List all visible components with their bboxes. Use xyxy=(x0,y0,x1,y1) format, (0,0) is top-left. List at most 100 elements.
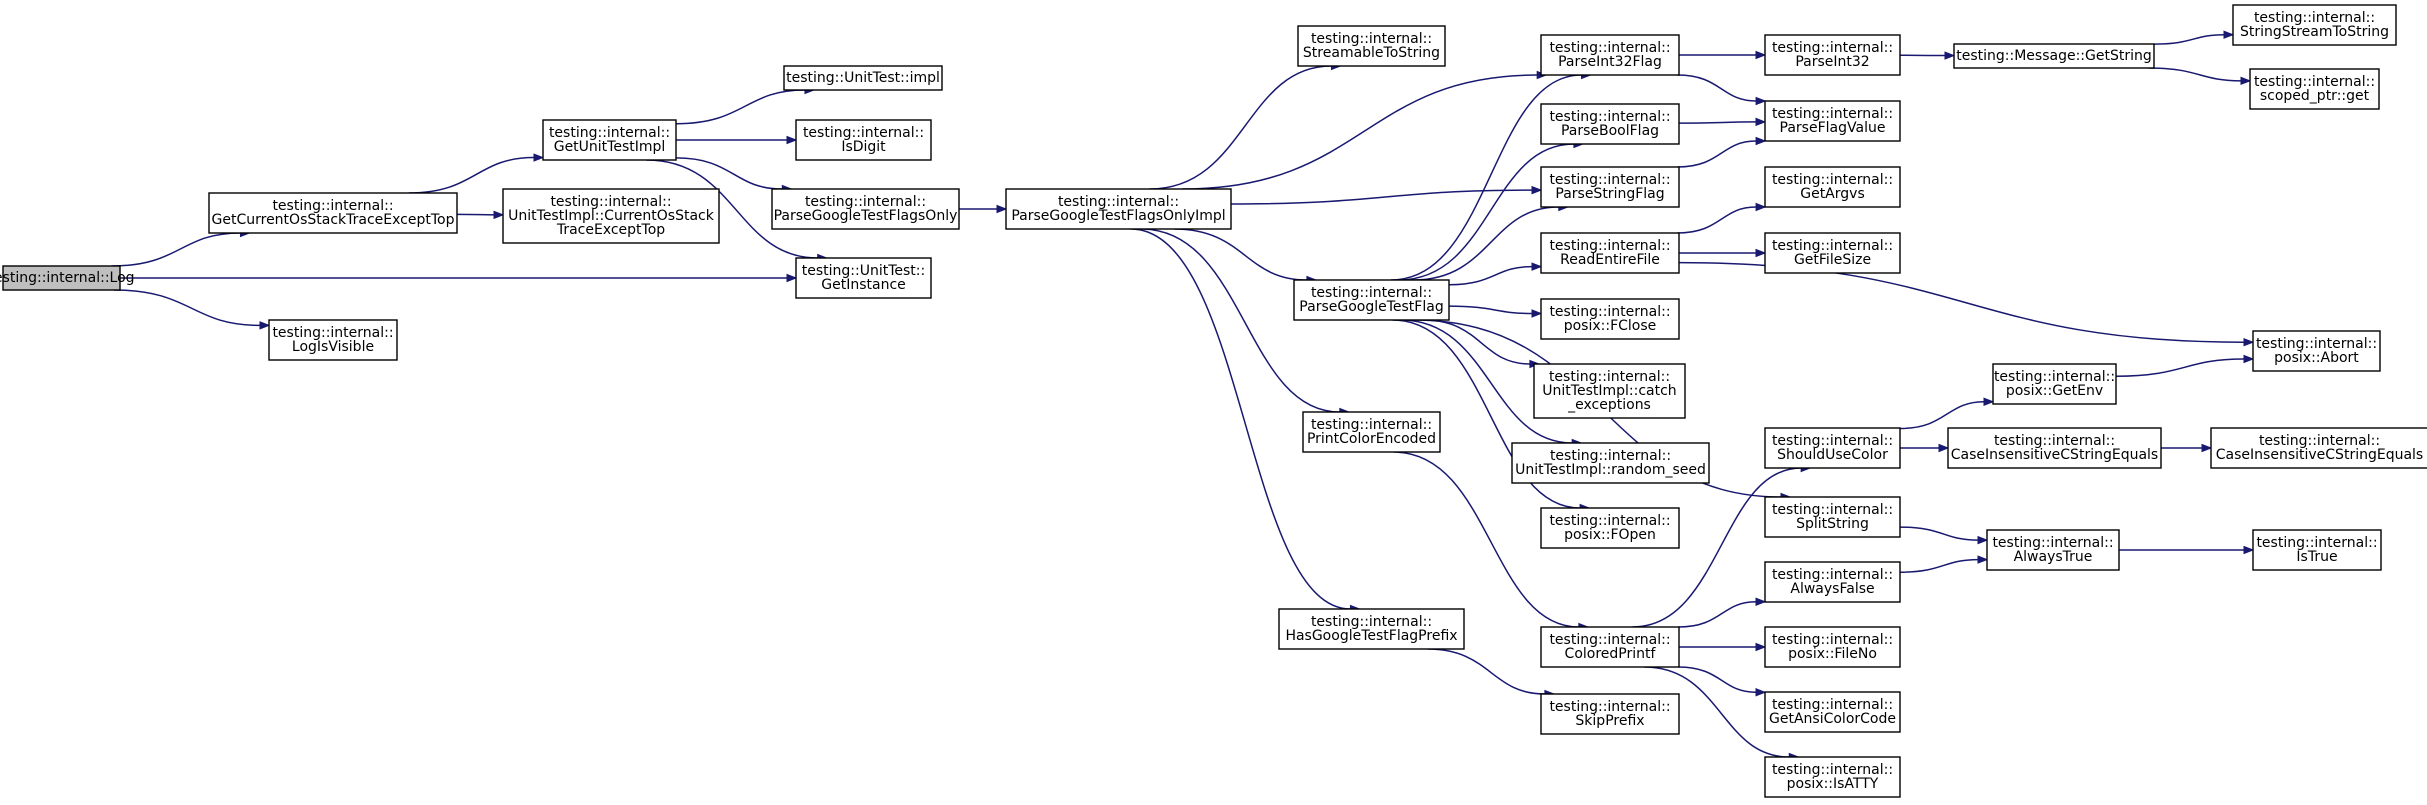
node-catchexc[interactable]: testing::internal::UnitTestImpl::catch_e… xyxy=(1533,363,1686,419)
node-label-line: TraceExceptTop xyxy=(556,222,665,238)
arrowhead-icon xyxy=(1983,397,1995,406)
node-label-line: ReadEntireFile xyxy=(1560,252,1660,268)
node-box xyxy=(783,65,943,91)
node-skipprefix[interactable]: testing::internal::SkipPrefix xyxy=(1540,693,1680,735)
arrowhead-icon xyxy=(1755,96,1767,106)
edge-hasprefix-to-skipprefix xyxy=(1427,648,1545,695)
edge-pgtf-to-fopen xyxy=(1392,319,1581,509)
node-label-line: testing::internal::Log xyxy=(0,270,135,286)
node-istrue[interactable]: testing::internal::IsTrue xyxy=(2252,529,2382,571)
node-pgtfo[interactable]: testing::internal::ParseGoogleTestFlagsO… xyxy=(771,188,960,230)
node-printcolor[interactable]: testing::internal::PrintColorEncoded xyxy=(1302,411,1441,453)
node-getargvs[interactable]: testing::internal::GetArgvs xyxy=(1764,166,1901,208)
node-streamable[interactable]: testing::internal::StreamableToString xyxy=(1297,25,1446,67)
node-label-line: AlwaysFalse xyxy=(1790,581,1874,597)
node-sstostring[interactable]: testing::internal::StringStreamToString xyxy=(2232,4,2397,46)
node-getenv[interactable]: testing::internal::posix::GetEnv xyxy=(1992,363,2117,405)
node-label-line: testing::internal:: xyxy=(1549,513,1670,529)
node-fopen[interactable]: testing::internal::posix::FOpen xyxy=(1540,507,1680,549)
node-box xyxy=(1540,166,1680,208)
node-getfilesize[interactable]: testing::internal::GetFileSize xyxy=(1764,232,1901,274)
node-box xyxy=(1540,507,1680,549)
node-label-line: GetCurrentOsStackTraceExceptTop xyxy=(212,212,455,228)
node-box xyxy=(2249,68,2380,110)
node-label-line: LogIsVisible xyxy=(292,339,374,355)
node-label-line: CaseInsensitiveCStringEquals xyxy=(2216,447,2423,463)
edge-getunittestimpl-to-getinstance xyxy=(646,159,818,259)
node-readentire[interactable]: testing::internal::ReadEntireFile xyxy=(1540,232,1680,274)
node-box xyxy=(2232,4,2397,46)
arrowhead-icon xyxy=(1755,688,1767,697)
node-parseint32[interactable]: testing::internal::ParseInt32 xyxy=(1764,34,1901,76)
node-getcurrent[interactable]: testing::internal::GetCurrentOsStackTrac… xyxy=(208,192,458,234)
node-utimpl[interactable]: testing::UnitTest::impl xyxy=(783,65,943,91)
node-fileno[interactable]: testing::internal::posix::FileNo xyxy=(1764,626,1901,668)
nodes-layer: testing::internal::Logtesting::internal:… xyxy=(0,4,2427,798)
edge-shouldusecolor-to-getenv xyxy=(1899,400,1985,430)
node-label-line: testing::internal:: xyxy=(1772,762,1893,778)
node-label-line: testing::internal:: xyxy=(1549,632,1670,648)
node-box xyxy=(2252,529,2382,571)
arrowhead-icon xyxy=(786,135,798,145)
node-parseflagvalue[interactable]: testing::internal::ParseFlagValue xyxy=(1764,100,1901,142)
node-label-line: ParseInt32 xyxy=(1795,54,1869,70)
node-pstringflag[interactable]: testing::internal::ParseStringFlag xyxy=(1540,166,1680,208)
node-label-line: testing::internal:: xyxy=(272,198,393,214)
node-label-line: testing::internal:: xyxy=(2259,433,2380,449)
edge-pgtfoimpl-to-streamable xyxy=(1149,65,1332,190)
node-box xyxy=(1540,103,1680,145)
node-label-line: testing::internal:: xyxy=(272,325,393,341)
node-log[interactable]: testing::internal::Log xyxy=(0,265,135,291)
node-label-line: ParseGoogleTestFlag xyxy=(1299,299,1443,315)
node-label-line: testing::internal:: xyxy=(2254,10,2375,26)
arrowhead-icon xyxy=(996,204,1008,214)
node-box xyxy=(1540,232,1680,274)
node-shouldusecolor[interactable]: testing::internal::ShouldUseColor xyxy=(1764,427,1901,469)
node-getinstance[interactable]: testing::UnitTest::GetInstance xyxy=(795,257,932,299)
node-label-line: GetArgvs xyxy=(1800,186,1865,202)
node-label-line: testing::internal:: xyxy=(1772,40,1893,56)
edge-getunittestimpl-to-pgtfo xyxy=(675,157,783,190)
node-getansi[interactable]: testing::internal::GetAnsiColorCode xyxy=(1764,691,1901,733)
node-hasprefix[interactable]: testing::internal::HasGoogleTestFlagPref… xyxy=(1278,608,1465,650)
node-box xyxy=(1764,496,1901,538)
node-caseinsens2[interactable]: testing::internal::CaseInsensitiveCStrin… xyxy=(2210,427,2427,469)
node-label-line: testing::internal:: xyxy=(1992,535,2113,551)
node-label-line: testing::internal:: xyxy=(1550,448,1671,464)
node-utimplcurrent[interactable]: testing::internal::UnitTestImpl::Current… xyxy=(502,188,720,244)
node-caseinsens1[interactable]: testing::internal::CaseInsensitiveCStrin… xyxy=(1947,427,2162,469)
node-isdigit[interactable]: testing::internal::IsDigit xyxy=(795,119,932,161)
node-randomseed[interactable]: testing::internal::UnitTestImpl::random_… xyxy=(1511,442,1710,484)
edge-coloredprintf-to-isatty xyxy=(1644,666,1790,758)
node-msggetstring[interactable]: testing::Message::GetString xyxy=(1953,43,2155,69)
node-box xyxy=(771,188,960,230)
node-getunittestimpl[interactable]: testing::internal::GetUnitTestImpl xyxy=(542,119,677,161)
node-coloredprintf[interactable]: testing::internal::ColoredPrintf xyxy=(1540,626,1680,668)
node-isatty[interactable]: testing::internal::posix::IsATTY xyxy=(1764,756,1901,798)
node-fclose[interactable]: testing::internal::posix::FClose xyxy=(1540,298,1680,340)
node-logisvisible[interactable]: testing::internal::LogIsVisible xyxy=(268,319,398,361)
node-label-line: posix::Abort xyxy=(2274,350,2359,366)
node-box xyxy=(1953,43,2155,69)
node-label-line: testing::Message::GetString xyxy=(1956,48,2152,64)
edge-pboolflag-to-parseflagvalue xyxy=(1678,121,1757,124)
node-label-line: testing::internal:: xyxy=(1772,433,1893,449)
node-label-line: posix::FOpen xyxy=(1564,527,1656,543)
node-abort[interactable]: testing::internal::posix::Abort xyxy=(2252,330,2381,372)
node-pboolflag[interactable]: testing::internal::ParseBoolFlag xyxy=(1540,103,1680,145)
node-alwaysfalse[interactable]: testing::internal::AlwaysFalse xyxy=(1764,561,1901,603)
node-label-line: testing::internal:: xyxy=(1772,238,1893,254)
node-splitstring[interactable]: testing::internal::SplitString xyxy=(1764,496,1901,538)
node-alwaystrue[interactable]: testing::internal::AlwaysTrue xyxy=(1986,529,2120,571)
node-pint32flag[interactable]: testing::internal::ParseInt32Flag xyxy=(1540,34,1680,76)
edge-pgtfoimpl-to-hasprefix xyxy=(1130,228,1351,610)
arrowhead-icon xyxy=(2243,545,2255,555)
node-pgtf[interactable]: testing::internal::ParseGoogleTestFlag xyxy=(1293,279,1450,321)
arrowhead-icon xyxy=(786,273,798,283)
node-scopedptr[interactable]: testing::internal::scoped_ptr::get xyxy=(2249,68,2380,110)
arrowhead-icon xyxy=(1755,136,1767,146)
node-pgtfoimpl[interactable]: testing::internal::ParseGoogleTestFlagsO… xyxy=(1005,188,1232,230)
arrowhead-icon xyxy=(1755,202,1767,212)
node-label-line: testing::internal:: xyxy=(2254,74,2375,90)
node-label-line: testing::internal:: xyxy=(1994,369,2115,385)
